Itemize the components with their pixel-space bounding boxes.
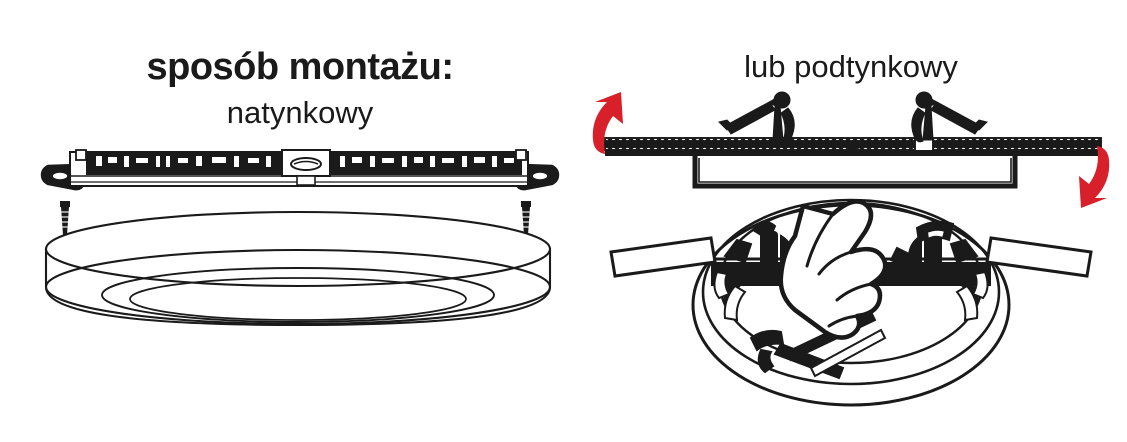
screw-icon [60,201,70,237]
mounting-bracket-illustration [40,149,560,191]
spring-arm-left [609,236,717,278]
spring-clip-cluster-right [889,220,989,322]
recessed-panel-body [692,156,1018,189]
spring-arm-right [985,236,1093,278]
bracket-tabs [75,149,527,161]
ceiling-cross-section-illustration [575,0,1127,442]
recessed-mount-title: lub podtynkowy [744,49,958,84]
spring-clip-right [911,91,988,143]
bracket-group [40,149,560,191]
surface-mount-subtitle: natynkowy [226,95,374,130]
page-title: sposób montażu: [146,46,454,88]
rotation-arrow-right-icon [1079,146,1110,208]
bracket-center-fixture [281,149,331,186]
round-led-panel-illustration [44,210,552,327]
hand-icon [778,199,888,340]
panel-light-aperture [129,277,467,321]
panel-bottom-rim [44,248,552,326]
surface-mount-section: sposób montażu: natynkowy [40,46,560,327]
recessed-mount-section: lub podtynkowy [575,0,1127,442]
screw-icon [521,201,531,237]
rim-tab [915,220,955,244]
screw-group [60,201,531,237]
rotation-arrow-left-icon [592,92,623,154]
panel-flange [605,150,1101,156]
panel-mid-ring [701,198,1001,386]
panel-inner-ring [101,267,495,323]
spring-clip-left [718,91,795,143]
recessed-assembly-illustration [575,0,1127,442]
panel-center-nub [845,144,861,150]
